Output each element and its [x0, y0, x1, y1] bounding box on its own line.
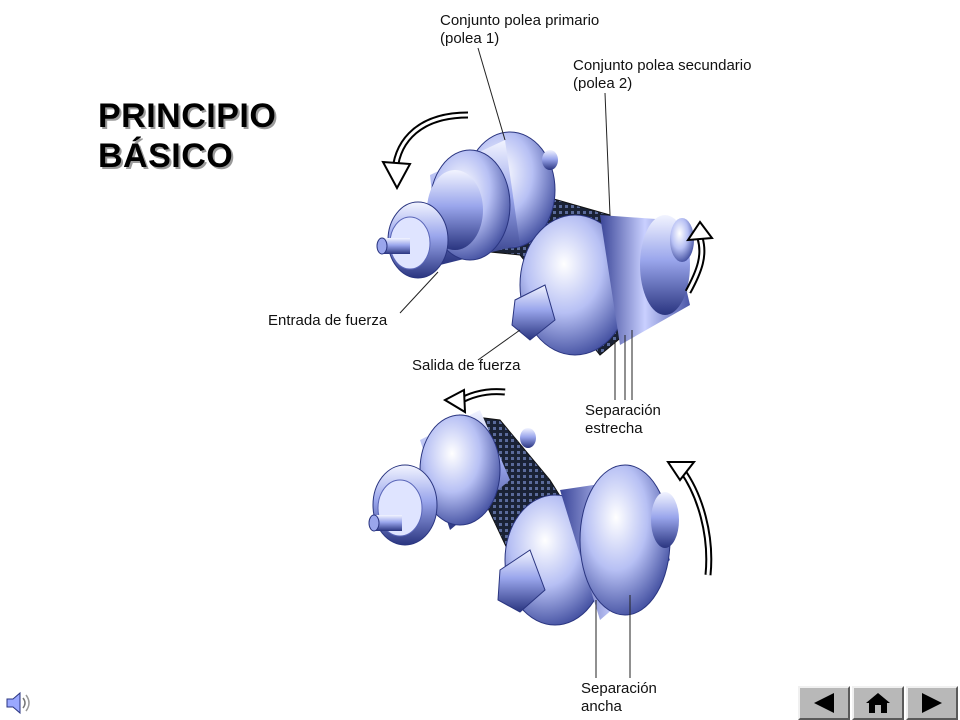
label-primary-line-2: (polea 1)	[440, 30, 500, 47]
label-power-output: Salida de fuerza	[412, 357, 520, 375]
triangle-left-icon	[814, 693, 834, 713]
label-primary-pulley: Conjunto polea primario (polea 1)	[440, 12, 599, 48]
label-input-text: Entrada de fuerza	[268, 312, 388, 329]
label-power-input: Entrada de fuerza	[268, 312, 387, 330]
top-assembly	[376, 111, 714, 356]
label-secondary-pulley: Conjunto polea secundario (polea 2)	[573, 57, 751, 93]
label-narrow-gap: Separación estrecha	[585, 402, 661, 438]
label-wide-line-1: Separación	[581, 680, 657, 697]
triangle-right-icon	[922, 693, 942, 713]
home-button[interactable]	[852, 686, 904, 720]
bottom-assembly	[368, 388, 713, 626]
slide-title: PRINCIPIO BÁSICO	[98, 96, 276, 176]
label-wide-line-2: ancha	[581, 698, 622, 715]
label-primary-line-1: Conjunto polea primario	[440, 12, 600, 29]
leader-lines	[399, 47, 633, 678]
label-secondary-line-1: Conjunto polea secundario	[573, 57, 752, 74]
label-narrow-line-1: Separación	[585, 402, 661, 419]
label-wide-gap: Separación ancha	[581, 680, 657, 716]
label-narrow-line-2: estrecha	[585, 420, 643, 437]
title-line-2: BÁSICO	[98, 137, 234, 175]
label-output-text: Salida de fuerza	[412, 357, 521, 374]
home-icon	[866, 693, 890, 713]
speaker-icon[interactable]	[4, 688, 34, 718]
title-line-1: PRINCIPIO	[98, 97, 277, 135]
label-secondary-line-2: (polea 2)	[573, 75, 633, 92]
navigation-bar	[798, 686, 958, 720]
previous-button[interactable]	[798, 686, 850, 720]
next-button[interactable]	[906, 686, 958, 720]
